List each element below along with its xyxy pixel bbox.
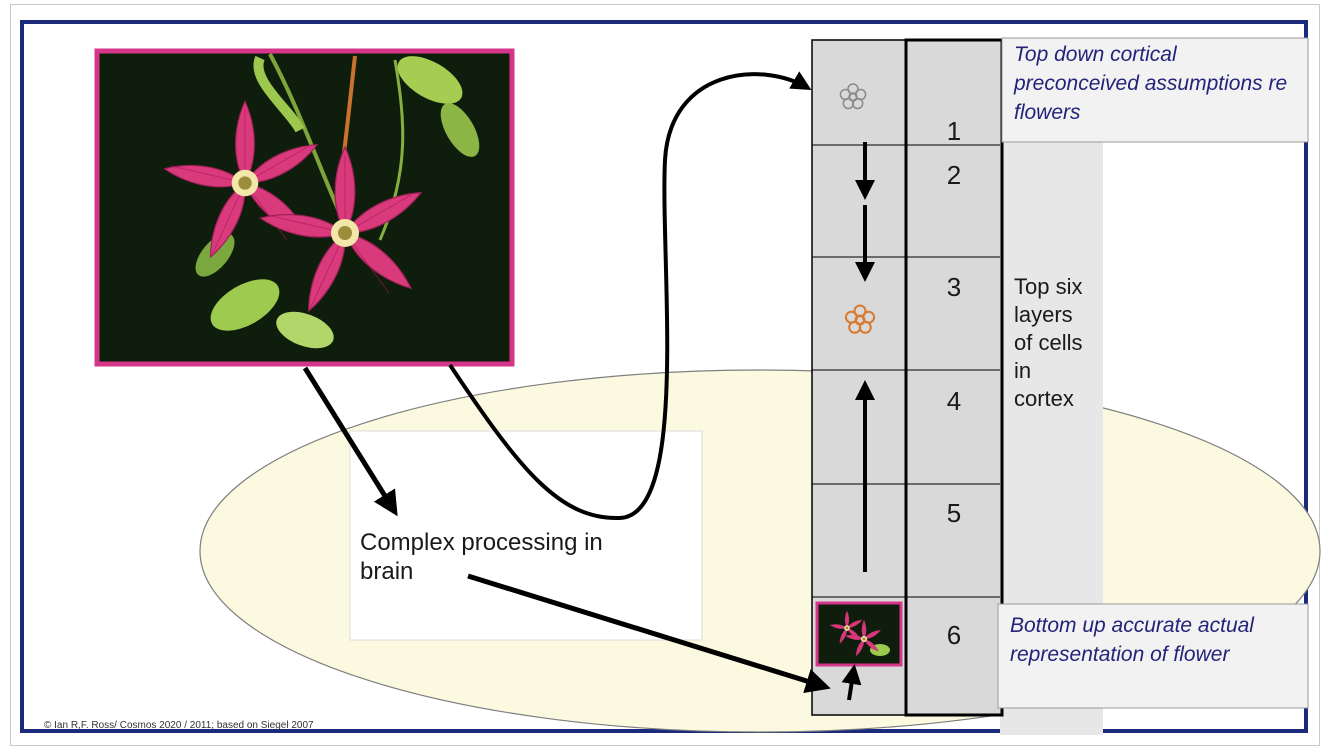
top-note-box bbox=[1001, 37, 1309, 143]
credit-text: © Ian R,F. Ross/ Cosmos 2020 / 2011; bas… bbox=[44, 720, 314, 731]
flower-photo bbox=[94, 48, 515, 367]
flower-outline-icon bbox=[839, 83, 867, 110]
layer-number-4: 4 bbox=[946, 386, 962, 416]
layer-number-1: 1 bbox=[946, 116, 962, 146]
bottom-up-note: Bottom up accurate actual representation… bbox=[1010, 614, 1254, 666]
slide-outline bbox=[10, 4, 1320, 746]
arrow-brain-to-layer6 bbox=[467, 573, 831, 694]
flower-orange-icon bbox=[844, 304, 876, 334]
arrow-photo-to-layer1 bbox=[448, 71, 812, 521]
layer-number-2: 2 bbox=[946, 160, 962, 190]
cortex-layers-label: Top six layers of cells in cortex bbox=[1014, 274, 1083, 411]
arrow-thumbnail-up bbox=[841, 664, 862, 701]
arrow-photo-to-brain bbox=[302, 366, 398, 517]
layer-number-column bbox=[904, 38, 1004, 717]
flower-thumbnail bbox=[815, 601, 903, 667]
layer-number-3: 3 bbox=[946, 272, 962, 302]
top-down-note: Top down cortical preconceived assumptio… bbox=[1014, 43, 1288, 124]
layer-number-5: 5 bbox=[946, 498, 962, 528]
bottom-note-box bbox=[997, 603, 1309, 709]
layer-number-6: 6 bbox=[946, 620, 962, 650]
processing-label: Complex processing in brain bbox=[360, 529, 603, 585]
